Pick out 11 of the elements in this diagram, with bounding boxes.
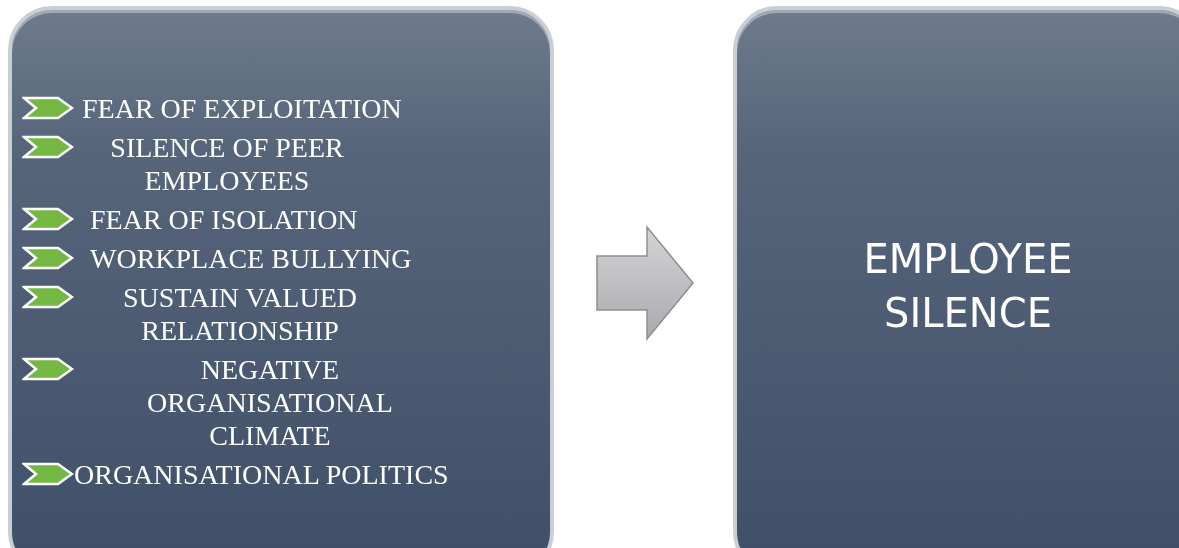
list-item-text: NEGATIVE ORGANISATIONAL CLIMATE: [146, 353, 394, 452]
list-item-text: SUSTAIN VALUED RELATIONSHIP: [122, 281, 358, 347]
rounded-box: [733, 6, 1179, 548]
block-arrow: [596, 224, 694, 342]
box-title: EMPLOYEE SILENCE: [862, 235, 1074, 338]
list-item-text: WORKPLACE BULLYING: [90, 242, 412, 275]
list-item-text: FEAR OF EXPLOITATION: [82, 92, 402, 125]
list-item-text: ORGANISATIONAL POLITICS: [74, 458, 449, 491]
list-item-text: FEAR OF ISOLATION: [90, 203, 358, 236]
rounded-box: [8, 6, 554, 548]
list-item-text: SILENCE OF PEER EMPLOYEES: [109, 131, 345, 197]
